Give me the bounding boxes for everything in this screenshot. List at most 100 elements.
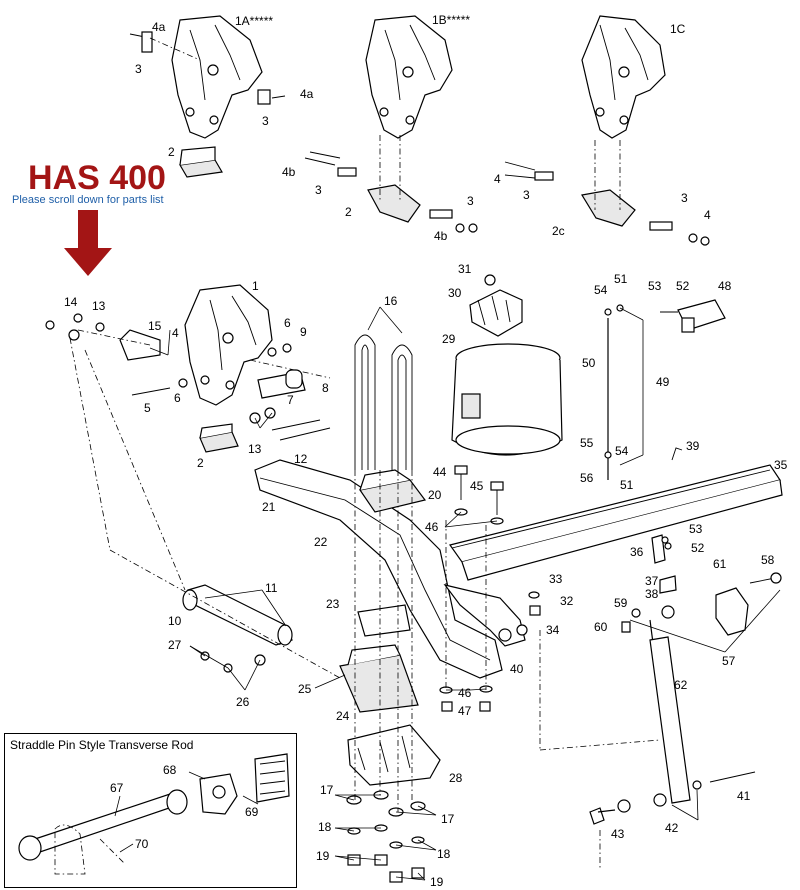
callout-28: 28 xyxy=(449,771,463,785)
callout-2-a: 2 xyxy=(168,145,175,159)
bottom-nuts xyxy=(346,790,426,883)
callout-70: 70 xyxy=(135,837,149,851)
callout-29: 29 xyxy=(442,332,456,346)
callout-52-b: 52 xyxy=(691,541,705,555)
cross-channel xyxy=(449,464,783,581)
callout-1b: 1B***** xyxy=(432,13,470,27)
callout-4b-b: 4b xyxy=(434,229,448,243)
callout-58: 58 xyxy=(761,553,775,567)
callout-53-a: 53 xyxy=(648,279,662,293)
top-row-centerlines xyxy=(149,37,621,210)
scroll-hint: Please scroll down for parts list xyxy=(12,194,164,206)
callout-57: 57 xyxy=(722,654,736,668)
callout-1a: 1A***** xyxy=(235,14,273,28)
callout-44: 44 xyxy=(433,465,447,479)
shock-mount xyxy=(621,572,782,636)
callout-16: 16 xyxy=(384,294,398,308)
callout-13-a: 13 xyxy=(92,299,106,313)
callout-48: 48 xyxy=(718,279,732,293)
callout-7: 7 xyxy=(287,393,294,407)
callout-11: 11 xyxy=(265,581,278,595)
callout-3-c: 3 xyxy=(315,183,322,197)
callout-38: 38 xyxy=(645,587,659,601)
callout-47: 47 xyxy=(458,704,472,718)
callout-4-c: 4 xyxy=(172,326,179,340)
callout-46-b: 46 xyxy=(458,686,472,700)
hanger-bracket-1 xyxy=(184,284,273,406)
callout-42: 42 xyxy=(665,821,679,835)
callout-10: 10 xyxy=(168,614,182,628)
callout-19-b: 19 xyxy=(430,875,444,889)
callout-24: 24 xyxy=(336,709,350,723)
callout-46-a: 46 xyxy=(425,520,439,534)
callout-4-a: 4 xyxy=(494,172,501,186)
callout-67: 67 xyxy=(110,781,124,795)
callout-5: 5 xyxy=(144,401,151,415)
callout-20: 20 xyxy=(428,488,442,502)
callout-25: 25 xyxy=(298,682,312,696)
callout-17-a: 17 xyxy=(320,783,334,797)
callout-50: 50 xyxy=(582,356,596,370)
callout-2-b: 2 xyxy=(345,205,352,219)
callout-53-b: 53 xyxy=(689,522,703,536)
callout-40: 40 xyxy=(510,662,524,676)
hanger-bracket-1b xyxy=(365,15,453,139)
callout-3-d: 3 xyxy=(467,194,474,208)
callout-37: 37 xyxy=(645,574,659,588)
callout-43: 43 xyxy=(611,827,625,841)
callout-6-a: 6 xyxy=(284,316,291,330)
top-row-hardware xyxy=(129,31,710,246)
lower-bracket xyxy=(443,584,528,647)
page-title: HAS 400 xyxy=(28,159,166,197)
callout-49: 49 xyxy=(656,375,670,389)
callout-54-a: 54 xyxy=(594,283,608,297)
callout-14: 14 xyxy=(64,295,78,309)
callout-1c: 1C xyxy=(670,22,686,36)
callout-18-b: 18 xyxy=(437,847,451,861)
hanger-bracket-1c xyxy=(581,15,666,139)
down-arrow-icon xyxy=(64,210,112,276)
callout-32: 32 xyxy=(560,594,574,608)
callout-3-b: 3 xyxy=(262,114,269,128)
callout-41: 41 xyxy=(737,789,751,803)
callout-4a-a: 4a xyxy=(152,20,166,34)
callout-22: 22 xyxy=(314,535,328,549)
callout-18-a: 18 xyxy=(318,820,332,834)
callout-51-a: 51 xyxy=(614,272,628,286)
callout-55: 55 xyxy=(580,436,594,450)
callout-51-b: 51 xyxy=(620,478,634,492)
callout-61: 61 xyxy=(713,557,727,571)
middle-hardware xyxy=(200,465,677,712)
callout-59: 59 xyxy=(614,596,628,610)
transverse-rod xyxy=(182,584,293,646)
callout-62: 62 xyxy=(674,678,688,692)
callout-labels: 4a 1A***** 3 4a 3 2 1B***** 4b 3 2 3 4b … xyxy=(64,13,788,889)
callout-52-a: 52 xyxy=(676,279,690,293)
callout-8: 8 xyxy=(322,381,329,395)
callout-3-a: 3 xyxy=(135,62,142,76)
callout-35: 35 xyxy=(774,458,788,472)
callout-23: 23 xyxy=(326,597,340,611)
leveling-valve xyxy=(604,299,726,480)
callout-19-a: 19 xyxy=(316,849,330,863)
lower-shock-hardware xyxy=(589,771,756,825)
construction-lines xyxy=(69,329,661,870)
callout-69: 69 xyxy=(245,805,259,819)
callout-17-b: 17 xyxy=(441,812,455,826)
callout-3-f: 3 xyxy=(681,191,688,205)
callout-26: 26 xyxy=(236,695,250,709)
callout-30: 30 xyxy=(448,286,462,300)
callout-2-c: 2 xyxy=(197,456,204,470)
u-bolts xyxy=(354,334,413,470)
callout-9: 9 xyxy=(300,325,307,339)
callout-54-b: 54 xyxy=(615,444,629,458)
axle-seats xyxy=(339,469,441,786)
callout-27: 27 xyxy=(168,638,182,652)
callout-45: 45 xyxy=(470,479,484,493)
hanger-bracket-1a xyxy=(171,15,263,139)
callout-21: 21 xyxy=(262,500,276,514)
callout-31: 31 xyxy=(458,262,472,276)
callout-33: 33 xyxy=(549,572,563,586)
inset-title: Straddle Pin Style Transverse Rod xyxy=(10,738,194,752)
